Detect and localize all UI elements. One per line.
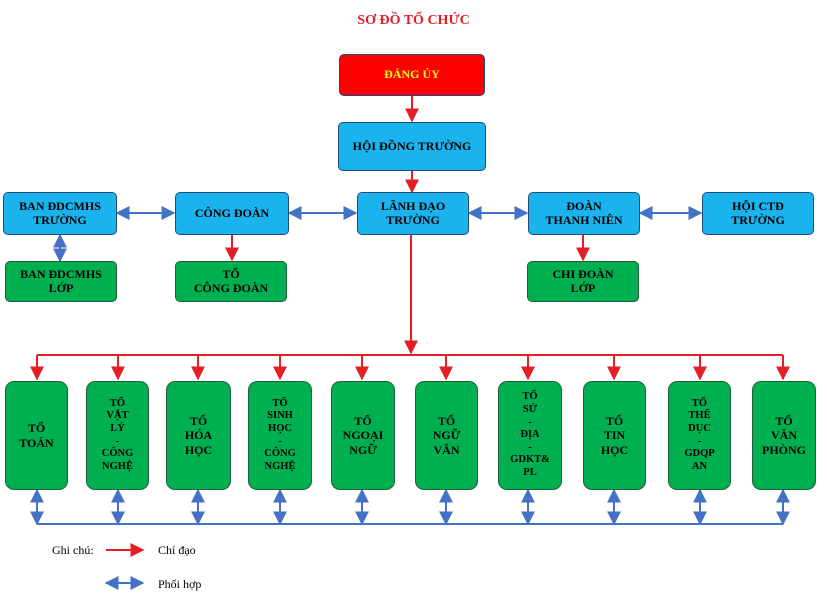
dept-to-the-duc-gdqp-an: TỔ THỂ DỤC - GDQP AN <box>668 381 731 490</box>
diagram-title: SƠ ĐỒ TỔ CHỨC <box>357 13 470 28</box>
legend-direct-label: Chỉ đạo <box>158 543 196 557</box>
node-dang-uy: ĐẢNG ỦY <box>339 54 485 96</box>
dept-to-vat-ly-cong-nghe: TỔ VẬT LÝ - CÔNG NGHỆ <box>86 381 149 490</box>
legend-caption: Ghi chú: <box>52 543 94 557</box>
node-ban-ddcmhs-lop: BAN ĐDCMHS LỚP <box>5 261 117 302</box>
legend-coordinate-label: Phối hợp <box>158 577 202 591</box>
node-to-cong-doan: TỔ CÔNG ĐOÀN <box>175 261 287 302</box>
dept-to-toan: TỔ TOÁN <box>5 381 68 490</box>
dept-to-ngoai-ngu: TỔ NGOẠI NGỮ <box>331 381 395 490</box>
dept-to-ngu-van: TỔ NGỮ VĂN <box>415 381 478 490</box>
node-ban-ddcmhs-truong: BAN ĐDCMHS TRƯỜNG <box>3 192 117 235</box>
dept-to-su-dia-gdktpl: TỔ SỬ - ĐỊA - GDKT& PL <box>498 381 562 490</box>
dept-to-tin-hoc: TỔ TIN HỌC <box>583 381 646 490</box>
node-lanh-dao-truong: LÃNH ĐẠO TRƯỜNG <box>357 192 469 235</box>
dept-to-hoa-hoc: TỔ HÓA HỌC <box>166 381 231 490</box>
node-chi-doan-lop: CHI ĐOÀN LỚP <box>527 261 639 302</box>
node-cong-doan: CÔNG ĐOÀN <box>175 192 289 235</box>
dept-to-van-phong: TỔ VĂN PHÒNG <box>752 381 816 490</box>
node-hoi-dong-truong: HỘI ĐỒNG TRƯỜNG <box>338 122 486 171</box>
node-hoi-ctd-truong: HỘI CTĐ TRƯỜNG <box>702 192 814 235</box>
node-doan-thanh-nien: ĐOÀN THANH NIÊN <box>528 192 640 235</box>
dept-to-sinh-hoc-cong-nghe: TỔ SINH HỌC - CÔNG NGHỆ <box>248 381 312 490</box>
